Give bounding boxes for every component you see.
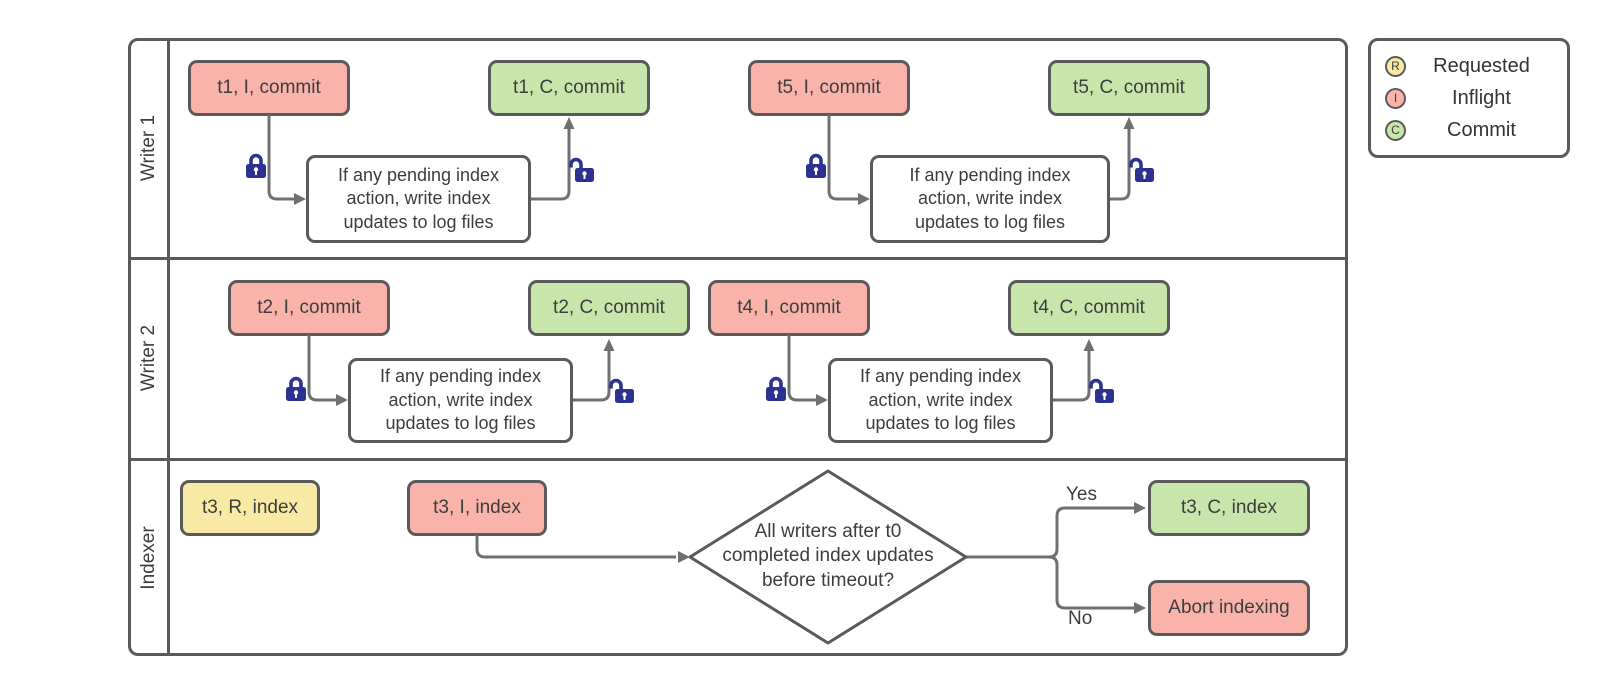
node-t1-commit: t1, C, commit xyxy=(488,60,650,116)
unlock-icon xyxy=(1129,157,1154,182)
process-box-writer2-a: If any pending index action, write index… xyxy=(348,358,573,443)
lane-label-divider xyxy=(167,40,170,654)
node-t1-inflight: t1, I, commit xyxy=(188,60,350,116)
node-t3-requested: t3, R, index xyxy=(180,480,320,536)
legend: R Requested I Inflight C Commit xyxy=(1368,38,1570,158)
branch-label-no: No xyxy=(1068,608,1093,629)
unlock-icon xyxy=(609,378,634,403)
lane-label-writer1: Writer 1 xyxy=(138,114,159,182)
lane-label-indexer: Indexer xyxy=(138,526,159,590)
process-box-writer1-b: If any pending index action, write index… xyxy=(870,155,1110,243)
lock-icon xyxy=(286,376,306,401)
process-box-writer1-a: If any pending index action, write index… xyxy=(306,155,531,243)
legend-row-requested: R Requested xyxy=(1385,53,1557,80)
branch-label-yes: Yes xyxy=(1066,484,1097,505)
node-t4-commit: t4, C, commit xyxy=(1008,280,1170,336)
process-box-writer2-b: If any pending index action, write index… xyxy=(828,358,1053,443)
swimlane-frame xyxy=(128,38,1348,656)
node-t3-commit: t3, C, index xyxy=(1148,480,1310,536)
lock-icon xyxy=(246,153,266,178)
inflight-badge-icon: I xyxy=(1385,87,1406,109)
node-t3-inflight: t3, I, index xyxy=(407,480,547,536)
node-t4-inflight: t4, I, commit xyxy=(708,280,870,336)
node-t5-inflight: t5, I, commit xyxy=(748,60,910,116)
lane-divider-2 xyxy=(129,458,1347,461)
legend-label-requested: Requested xyxy=(1433,54,1530,77)
node-t2-commit: t2, C, commit xyxy=(528,280,690,336)
lock-icon xyxy=(766,376,786,401)
commit-badge-icon: C xyxy=(1385,119,1406,141)
requested-badge-icon: R xyxy=(1385,55,1406,77)
lane-label-writer2: Writer 2 xyxy=(138,324,159,392)
legend-row-inflight: I Inflight xyxy=(1385,85,1557,112)
decision-text: All writers after t0 completed index upd… xyxy=(722,521,934,591)
node-t5-commit: t5, C, commit xyxy=(1048,60,1210,116)
legend-row-commit: C Commit xyxy=(1385,117,1557,144)
unlock-icon xyxy=(1089,378,1114,403)
lock-icon xyxy=(806,153,826,178)
legend-label-inflight: Inflight xyxy=(1452,86,1511,109)
lane-divider-1 xyxy=(129,257,1347,260)
legend-label-commit: Commit xyxy=(1447,118,1516,141)
unlock-icon xyxy=(569,157,594,182)
node-t2-inflight: t2, I, commit xyxy=(228,280,390,336)
node-abort-indexing: Abort indexing xyxy=(1148,580,1310,636)
